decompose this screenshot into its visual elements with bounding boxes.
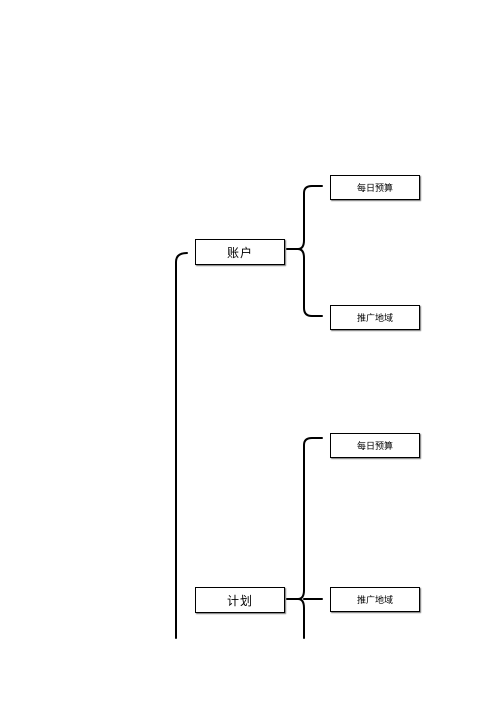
connector-account-budget xyxy=(297,185,323,250)
connector-root-account xyxy=(175,252,188,639)
node-account-label: 账户 xyxy=(226,245,253,260)
node-account-promo-region-label: 推广地域 xyxy=(356,314,393,324)
node-account-promo-region: 推广地域 xyxy=(330,305,420,330)
connector-plan-budget xyxy=(297,437,323,600)
node-plan-label: 计划 xyxy=(226,593,253,608)
node-account-daily-budget-label: 每日预算 xyxy=(356,184,393,194)
node-account-daily-budget: 每日预算 xyxy=(330,175,420,200)
node-plan-promo-region: 推广地域 xyxy=(330,587,420,612)
connector-account-region xyxy=(297,248,323,317)
node-plan-promo-region-label: 推广地域 xyxy=(356,596,393,606)
node-plan-daily-budget: 每日预算 xyxy=(330,433,420,458)
node-plan-daily-budget-label: 每日预算 xyxy=(356,442,393,452)
node-plan: 计划 xyxy=(195,587,285,613)
node-account: 账户 xyxy=(195,239,285,265)
connector-plan-region-lower xyxy=(297,598,305,639)
